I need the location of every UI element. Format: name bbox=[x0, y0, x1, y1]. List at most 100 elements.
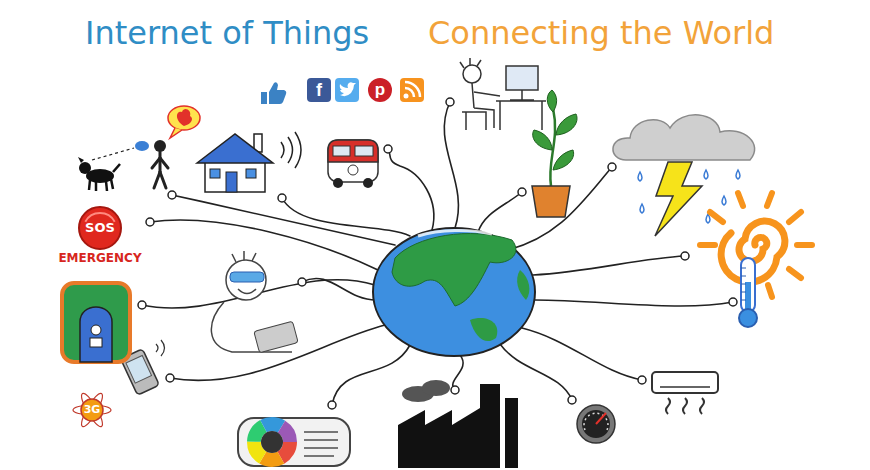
garage-part bbox=[90, 338, 102, 347]
globe-part bbox=[517, 270, 529, 300]
camper-van-part bbox=[333, 146, 350, 156]
social-icons-part bbox=[269, 82, 286, 104]
radio-part-part bbox=[254, 424, 290, 460]
node-caption: EMERGENCY bbox=[58, 250, 141, 266]
person-at-computer-part bbox=[460, 58, 481, 68]
speed-gauge-part bbox=[577, 405, 615, 443]
storm-cloud-part-part bbox=[704, 170, 708, 179]
node-text: f bbox=[316, 78, 322, 102]
mobile-phone-part-part bbox=[126, 356, 152, 384]
sun-part-part bbox=[768, 285, 772, 297]
camper-van bbox=[328, 140, 378, 188]
thermometer-part-part bbox=[741, 276, 746, 277]
wire-ends-part bbox=[328, 401, 336, 409]
wire-ends-part bbox=[168, 191, 176, 199]
social-icons-part bbox=[261, 92, 267, 104]
dog-and-owner-part bbox=[152, 152, 168, 188]
garage-part bbox=[91, 325, 101, 335]
wire-ends-part bbox=[146, 218, 154, 226]
globe-part bbox=[373, 228, 535, 356]
person-with-tablet-part bbox=[230, 272, 264, 282]
wires-part bbox=[508, 167, 612, 250]
network-badge-outline-part bbox=[78, 391, 106, 429]
air-conditioner-part-part bbox=[700, 398, 704, 414]
wires-part bbox=[282, 198, 410, 236]
dog-and-owner-part-part bbox=[154, 172, 160, 188]
sun-part-part bbox=[710, 212, 723, 222]
thermometer-part bbox=[739, 309, 757, 327]
thermometer-part bbox=[745, 282, 751, 312]
globe-part bbox=[418, 230, 492, 236]
factory-part bbox=[398, 384, 500, 468]
camper-van-part bbox=[348, 165, 358, 175]
smart-house-part bbox=[210, 169, 220, 178]
person-at-computer-part bbox=[506, 66, 538, 90]
dog-and-owner bbox=[78, 106, 200, 191]
wires-part bbox=[535, 300, 733, 306]
social-icons bbox=[261, 78, 424, 104]
social-icons-part bbox=[340, 82, 356, 96]
dog-and-owner-part-part bbox=[113, 164, 120, 172]
thermometer-part-part bbox=[741, 284, 746, 285]
dog-and-owner-part bbox=[170, 128, 182, 138]
social-icons-part bbox=[400, 78, 424, 102]
dog-and-owner-part-part bbox=[95, 181, 98, 191]
sun-part-part bbox=[700, 242, 715, 248]
speed-gauge-part bbox=[582, 410, 610, 438]
plant-part bbox=[556, 114, 577, 135]
wire-ends-part bbox=[729, 298, 737, 306]
radio-part-part bbox=[254, 424, 290, 460]
dog-and-owner-part bbox=[154, 140, 166, 152]
camper-van-part bbox=[328, 140, 378, 182]
radio-part bbox=[254, 424, 290, 460]
dog-and-owner-part bbox=[89, 164, 120, 191]
social-icon: f bbox=[307, 78, 331, 102]
wire-ends-part bbox=[638, 376, 646, 384]
speed-gauge bbox=[577, 405, 615, 443]
air-conditioner bbox=[652, 372, 718, 414]
radio-part bbox=[304, 432, 338, 456]
storm-cloud-part-part bbox=[706, 214, 710, 223]
person-with-tablet-part bbox=[232, 251, 256, 262]
factory-part bbox=[422, 380, 450, 396]
dog-and-owner-part-part bbox=[160, 158, 168, 168]
factory-part bbox=[505, 398, 518, 468]
smart-house bbox=[197, 132, 301, 192]
social-icon: p bbox=[368, 78, 392, 102]
wire-ends-part bbox=[384, 145, 392, 153]
garage-part bbox=[80, 307, 112, 362]
dog-and-owner-part-part bbox=[152, 158, 160, 168]
garage bbox=[62, 283, 130, 362]
wires-part bbox=[478, 192, 522, 232]
thermometer-part-part bbox=[741, 292, 746, 293]
wire-ends-part bbox=[166, 374, 174, 382]
person-with-tablet-part bbox=[254, 321, 298, 353]
smart-house-part-part bbox=[288, 137, 293, 163]
plant-part bbox=[547, 90, 556, 112]
sun-part-part bbox=[789, 269, 801, 278]
camper-van-part bbox=[328, 140, 378, 162]
garage-part bbox=[62, 283, 130, 362]
wire-ends-part bbox=[138, 301, 146, 309]
smart-house-part-part bbox=[295, 132, 301, 168]
sos-button-outline-part bbox=[79, 207, 121, 249]
wires-part bbox=[150, 220, 378, 270]
wires-part bbox=[533, 256, 685, 275]
camper-van-part bbox=[333, 178, 343, 188]
storm-cloud-part bbox=[613, 115, 755, 160]
smart-house-part bbox=[226, 172, 237, 192]
person-with-tablet-part bbox=[238, 289, 256, 294]
node-text: SOS bbox=[85, 206, 115, 250]
smart-house-part-part bbox=[281, 142, 284, 158]
factory bbox=[398, 380, 518, 468]
air-conditioner-part-part bbox=[683, 398, 687, 414]
wires-part bbox=[453, 355, 463, 390]
wire-ends-part bbox=[518, 188, 526, 196]
node-text: 3G bbox=[84, 393, 101, 427]
radio-part-part bbox=[304, 439, 338, 441]
subtitle: Connecting the World bbox=[428, 14, 774, 52]
network-badge-outline-part bbox=[78, 391, 106, 429]
subtitle-holder: Connecting the World bbox=[428, 14, 774, 52]
dog-and-owner-part-part bbox=[89, 180, 90, 190]
